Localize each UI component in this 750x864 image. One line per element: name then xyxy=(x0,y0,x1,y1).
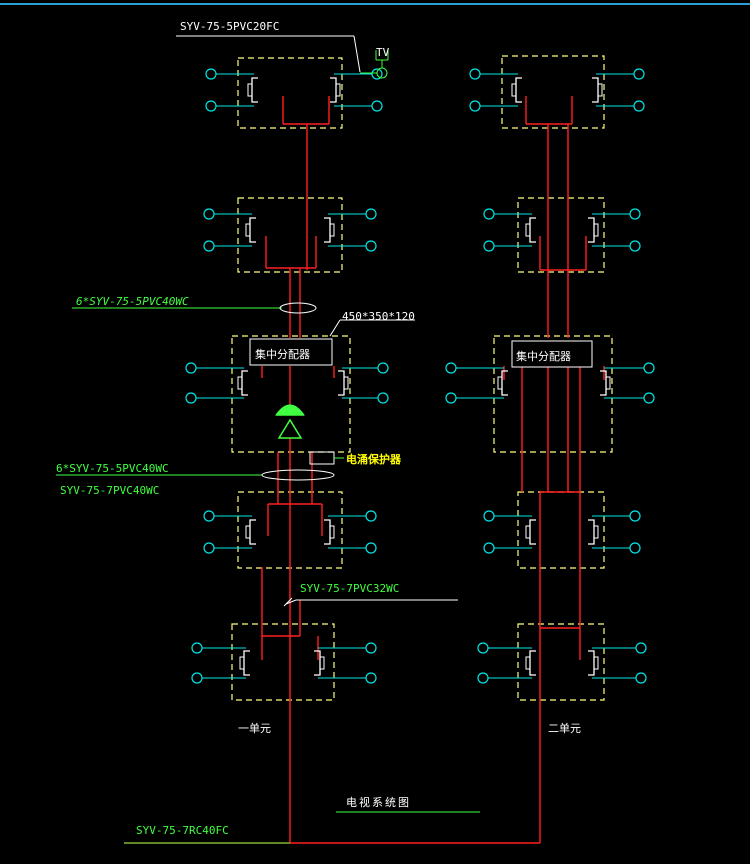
socket-icon xyxy=(329,223,335,237)
tv-outlet-icon xyxy=(365,642,377,654)
tv-outlet-icon xyxy=(629,240,641,252)
socket-icon xyxy=(525,656,531,670)
tv-outlet-icon xyxy=(635,672,647,684)
tv-outlet-icon xyxy=(483,510,495,522)
splitter-right-label: 集中分配器 xyxy=(516,349,571,363)
diagram-title: 电视系统图 xyxy=(346,795,411,809)
tv-outlet-icon xyxy=(203,542,215,554)
tv-outlet-icon xyxy=(203,240,215,252)
riser-box xyxy=(493,335,613,453)
socket-icon xyxy=(593,223,599,237)
surge-protector-icon xyxy=(309,451,344,465)
tv-outlet-icon xyxy=(205,68,217,80)
tv-outlet-icon xyxy=(365,510,377,522)
socket-icon xyxy=(525,525,531,539)
trunk-label: SYV-75-7PVC32WC xyxy=(300,582,399,595)
tv-outlet-icon xyxy=(643,392,655,404)
tv-outlet-icon xyxy=(629,510,641,522)
tv-outlet-icon xyxy=(377,362,389,374)
amplifier-icon xyxy=(275,404,305,439)
tv-outlet-icon xyxy=(445,362,457,374)
riser-box xyxy=(517,197,605,273)
socket-icon xyxy=(245,223,251,237)
socket-icon xyxy=(237,376,243,390)
socket-icon xyxy=(343,376,349,390)
unit-2-label: 二单元 xyxy=(548,722,581,735)
riser-box xyxy=(231,623,335,701)
unit-1-label: 一单元 xyxy=(238,722,271,735)
socket-icon xyxy=(605,376,611,390)
top-cable-label: SYV-75-5PVC20FC xyxy=(180,20,279,33)
tv-outlet-icon xyxy=(360,50,389,79)
tv-outlet-icon xyxy=(371,68,383,80)
riser-box xyxy=(517,623,605,701)
tv-outlet-icon xyxy=(483,542,495,554)
riser-box xyxy=(501,55,605,129)
tv-outlet-icon xyxy=(371,100,383,112)
bundle-1-label: 6*SYV-75-5PVC40WC xyxy=(76,295,189,308)
tv-outlet-icon xyxy=(469,68,481,80)
splitter-box-left-label-frame xyxy=(249,338,333,366)
socket-icon xyxy=(511,83,517,97)
socket-icon xyxy=(593,656,599,670)
tv-outlet-icon xyxy=(377,392,389,404)
tv-outlet-icon xyxy=(445,392,457,404)
riser-box xyxy=(237,57,343,129)
tv-outlet-icon xyxy=(629,542,641,554)
tv-outlet-icon xyxy=(365,240,377,252)
socket-icon xyxy=(593,525,599,539)
tv-outlet-icon xyxy=(629,208,641,220)
bundle-2b-label: SYV-75-7PVC40WC xyxy=(60,484,159,497)
socket-icon xyxy=(239,656,245,670)
tv-outlet-icon xyxy=(365,542,377,554)
surge-label: 电涌保护器 xyxy=(346,452,402,466)
splitter-left-label: 集中分配器 xyxy=(255,347,310,361)
tv-outlet-icon xyxy=(477,642,489,654)
tv-outlet-icon xyxy=(483,240,495,252)
socket-icon xyxy=(329,525,335,539)
tv-outlet-icon xyxy=(469,100,481,112)
socket-icon xyxy=(525,223,531,237)
socket-icon xyxy=(319,656,325,670)
bundle-2a-label: 6*SYV-75-5PVC40WC xyxy=(56,462,169,475)
tv-outlet-icon xyxy=(203,208,215,220)
box-dims-label: 450*350*120 xyxy=(342,310,415,323)
socket-icon xyxy=(597,83,603,97)
tv-outlet-icon xyxy=(483,208,495,220)
tv-outlet-icon xyxy=(477,672,489,684)
tv-outlet-icon xyxy=(191,672,203,684)
tv-outlet-icon xyxy=(203,510,215,522)
riser-box xyxy=(231,335,351,453)
tv-outlet-icon xyxy=(635,642,647,654)
tv-outlet-icon xyxy=(643,362,655,374)
tv-outlet-icon xyxy=(365,672,377,684)
tv-outlet-icon xyxy=(633,100,645,112)
socket-icon xyxy=(335,83,341,97)
tv-outlet-icon xyxy=(205,100,217,112)
tv-outlet-icon xyxy=(633,68,645,80)
socket-icon xyxy=(247,83,253,97)
splitter-box-right-label-frame xyxy=(511,340,593,368)
socket-icon xyxy=(497,376,503,390)
main-feed-label: SYV-75-7RC40FC xyxy=(136,824,229,837)
tv-outlet-icon xyxy=(185,392,197,404)
tv-outlet-icon xyxy=(191,642,203,654)
tv-outlet-icon xyxy=(185,362,197,374)
tv-tag-label: TV xyxy=(376,46,390,59)
tv-outlet-icon xyxy=(365,208,377,220)
socket-icon xyxy=(245,525,251,539)
